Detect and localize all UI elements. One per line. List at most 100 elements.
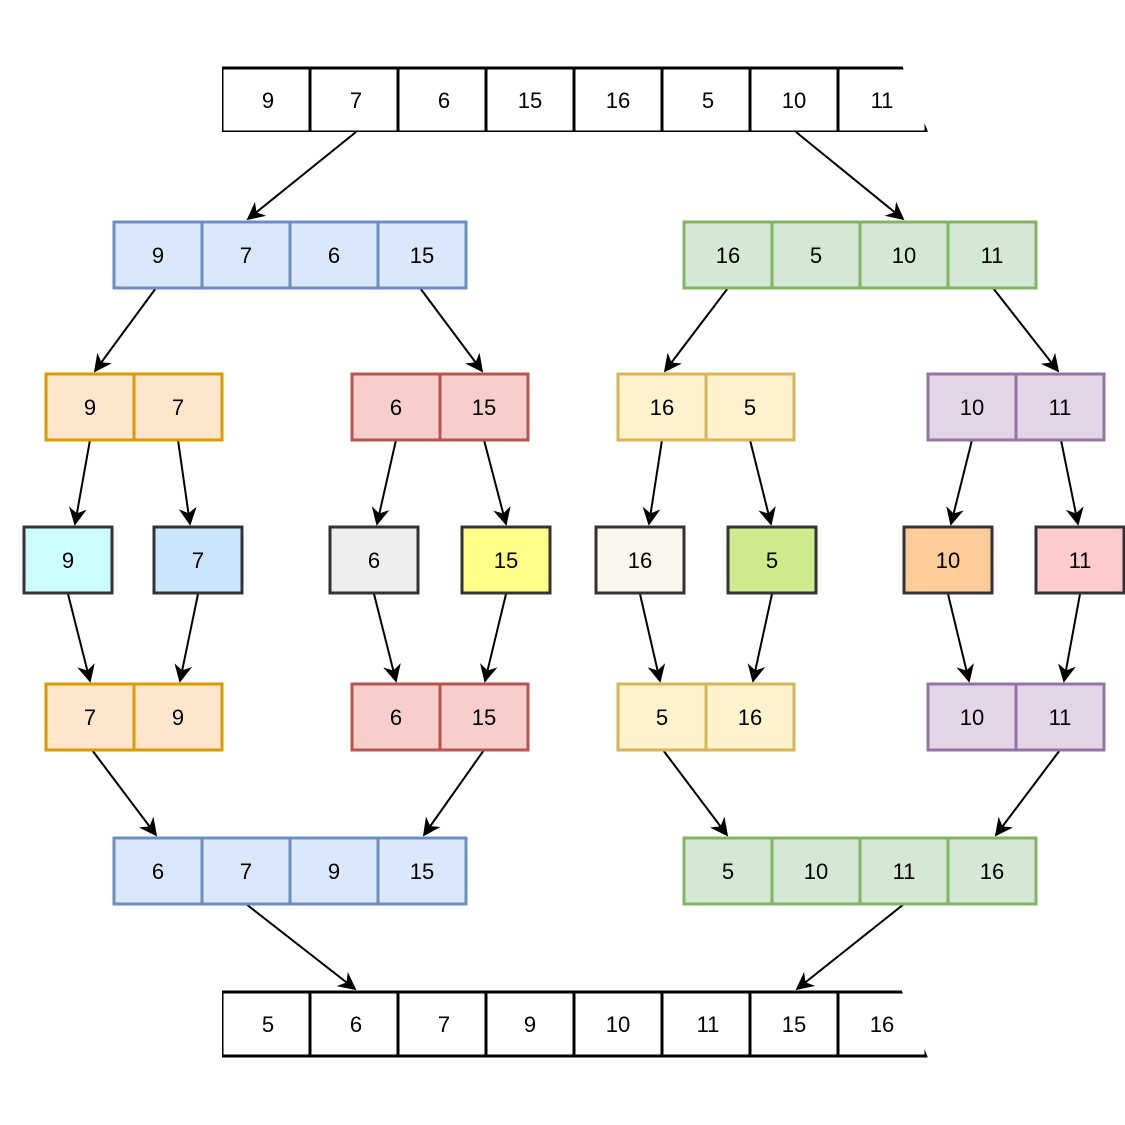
cell-box xyxy=(726,525,818,595)
cell-box xyxy=(660,66,752,132)
cell-box xyxy=(704,372,796,442)
array-cell: 16 xyxy=(946,836,1038,906)
cell-value: 9 xyxy=(524,1012,536,1037)
arrow xyxy=(749,439,776,526)
arrow xyxy=(994,749,1061,837)
cell-value: 7 xyxy=(84,705,96,730)
array-cell: 7 xyxy=(308,66,400,132)
cell-value: 11 xyxy=(871,88,894,113)
cell-value: 7 xyxy=(192,548,204,573)
cell-box xyxy=(682,220,774,290)
cell-box xyxy=(1014,682,1106,752)
array-cell: 9 xyxy=(222,66,312,132)
cell-value: 16 xyxy=(606,88,630,113)
cell-value: 10 xyxy=(936,548,960,573)
singleton-7: 7 xyxy=(152,525,244,595)
arrow xyxy=(642,439,663,526)
array-cell: 5 xyxy=(704,372,796,442)
cell-box xyxy=(704,682,796,752)
arrow xyxy=(639,593,666,683)
cell-value: 7 xyxy=(350,88,362,113)
arrow xyxy=(422,749,485,837)
array-cell: 11 xyxy=(660,990,752,1058)
cell-value: 5 xyxy=(744,395,756,420)
cell-box xyxy=(460,525,552,595)
array-cell: 9 xyxy=(132,682,224,752)
cell-box xyxy=(572,990,664,1058)
array-cell: 16 xyxy=(704,682,796,752)
cell-value: 5 xyxy=(722,859,734,884)
cell-value: 5 xyxy=(262,1012,274,1037)
cell-value: 9 xyxy=(172,705,184,730)
array-cell: 15 xyxy=(748,990,840,1058)
cell-box xyxy=(288,836,380,906)
cell-value: 5 xyxy=(702,88,714,113)
array-cell: 10 xyxy=(926,372,1018,442)
singleton-9: 9 xyxy=(22,525,114,595)
cell-box xyxy=(200,220,292,290)
array-cell: 11 xyxy=(1014,682,1106,752)
cell-value: 6 xyxy=(350,1012,362,1037)
array-cell: 10 xyxy=(572,990,664,1058)
array-cell: 16 xyxy=(836,990,928,1058)
split-left-array: 9 7 6 15 xyxy=(112,220,468,290)
cell-box xyxy=(152,525,244,595)
cell-box xyxy=(616,372,708,442)
cell-value: 11 xyxy=(1069,548,1092,573)
cell-value: 6 xyxy=(152,859,164,884)
array-cell: 7 xyxy=(132,372,224,442)
arrow xyxy=(795,903,905,991)
cell-value: 6 xyxy=(328,243,340,268)
cell-value: 16 xyxy=(716,243,740,268)
cell-value: 11 xyxy=(981,243,1004,268)
cell-value: 15 xyxy=(494,548,518,573)
array-cell: 11 xyxy=(836,66,928,132)
array-cell: 16 xyxy=(616,372,708,442)
cell-box xyxy=(438,372,530,442)
arrow xyxy=(174,593,199,683)
cell-box xyxy=(328,525,420,595)
array-cell: 5 xyxy=(770,220,862,290)
array-cell: 15 xyxy=(376,220,468,290)
arrow xyxy=(483,439,511,526)
array-cell: 7 xyxy=(200,220,292,290)
array-cell: 15 xyxy=(376,836,468,906)
cell-box xyxy=(770,220,862,290)
array-cell: 6 xyxy=(350,682,442,752)
cell-box xyxy=(902,525,994,595)
cell-value: 11 xyxy=(893,859,916,884)
arrow xyxy=(662,749,729,837)
edges xyxy=(67,131,1084,991)
arrow xyxy=(373,593,401,683)
array-cell: 10 xyxy=(926,682,1018,752)
cell-box xyxy=(132,682,224,752)
cell-box xyxy=(1034,525,1125,595)
cell-value: 16 xyxy=(628,548,652,573)
arrow xyxy=(1060,439,1084,526)
cell-value: 10 xyxy=(960,395,984,420)
singleton-10: 10 xyxy=(902,525,994,595)
cell-box xyxy=(308,66,400,132)
cell-value: 9 xyxy=(152,243,164,268)
cell-box xyxy=(376,220,468,290)
array-cell: 15 xyxy=(438,372,530,442)
cell-value: 7 xyxy=(172,395,184,420)
cell-value: 6 xyxy=(390,705,402,730)
cell-value: 9 xyxy=(84,395,96,420)
array-cell: 11 xyxy=(1014,372,1106,442)
array-cell: 9 xyxy=(112,220,204,290)
cell-value: 9 xyxy=(62,548,74,573)
arrow xyxy=(946,439,973,526)
cell-value: 16 xyxy=(870,1012,894,1037)
cell-box xyxy=(748,990,840,1058)
cell-box xyxy=(1014,372,1106,442)
cell-box xyxy=(858,836,950,906)
cell-box xyxy=(438,682,530,752)
cell-box xyxy=(926,682,1018,752)
